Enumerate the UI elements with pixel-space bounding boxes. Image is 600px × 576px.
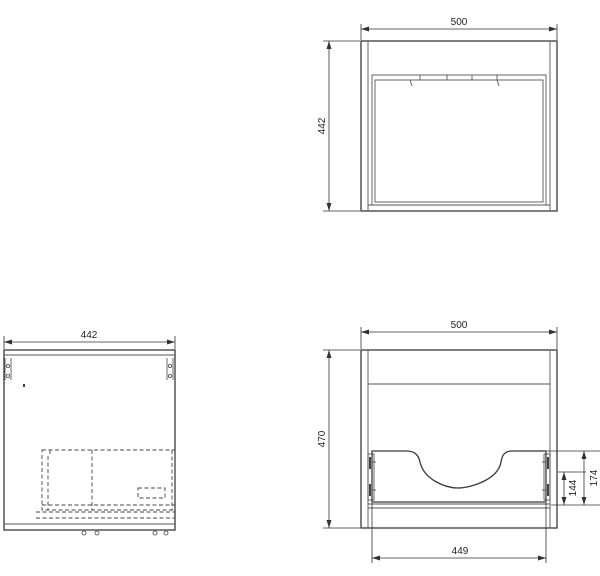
front-view: 500 470 449 (317, 320, 600, 563)
front-view-drawer-height-inner-label: 144 (568, 479, 579, 496)
top-view-drawer (371, 74, 547, 206)
front-view-outline (360, 349, 558, 529)
top-view-width-dimension: 500 (360, 17, 558, 40)
front-view-drawer-width-dimension: 449 (371, 503, 547, 563)
top-view-depth-label: 442 (317, 117, 328, 134)
front-view-drawer-width-label: 449 (452, 546, 469, 557)
top-view-width-label: 500 (451, 17, 468, 28)
front-view-slide-left (367, 453, 376, 501)
front-view-drawer-front (371, 450, 547, 503)
top-view: 500 442 (317, 17, 558, 212)
front-view-drawer-height-dimensions: 174 144 (520, 450, 600, 506)
front-view-height-label: 470 (317, 430, 328, 447)
side-view-hidden-drawer (36, 449, 176, 519)
side-view-bracket-right (166, 358, 174, 380)
front-view-slide-right (542, 453, 551, 501)
side-view-feet (80, 529, 170, 536)
side-view-bracket-left (4, 358, 25, 387)
side-view-outline (3, 349, 176, 531)
front-view-height-dimension: 470 (317, 349, 360, 529)
side-view: 442 (3, 330, 176, 536)
side-view-width-dimension: 442 (3, 330, 176, 349)
side-view-width-label: 442 (81, 330, 98, 341)
front-view-width-label: 500 (451, 320, 468, 331)
top-view-depth-dimension: 442 (317, 40, 360, 212)
top-view-outline (360, 40, 558, 212)
front-view-drawer-height-outer-label: 174 (589, 469, 600, 486)
front-view-width-dimension: 500 (360, 320, 558, 349)
